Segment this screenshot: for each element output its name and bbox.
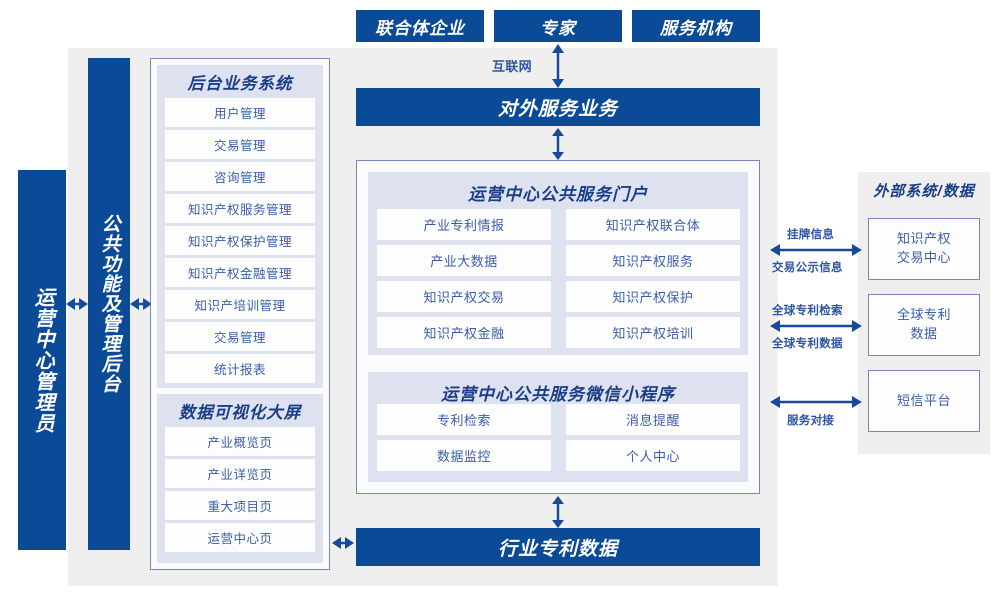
portal-item-left-2[interactable]: 产业大数据 [377, 245, 551, 276]
data-visualization-title: 数据可视化大屏 [178, 404, 302, 422]
backend-item-2[interactable]: 交易管理 [165, 130, 315, 159]
external-link-arrow-1 [770, 244, 862, 256]
internet-link-arrow [552, 44, 564, 88]
portal-item-left-3[interactable]: 知识产权交易 [377, 281, 551, 312]
item-label: 知识产权金融 [423, 326, 505, 341]
portal-item-right-4[interactable]: 知识产权培训 [566, 317, 740, 348]
item-label: 产业详览页 [207, 468, 273, 482]
backend-item-3[interactable]: 咨询管理 [165, 162, 315, 191]
internet-label: 互联网 [492, 59, 532, 74]
operation-center-admin[interactable]: 运营中心管理员 [18, 170, 66, 550]
industry-patent-data-bar[interactable]: 行业专利数据 [356, 528, 760, 566]
external-link-label-below-1: 交易公示信息 [772, 262, 843, 274]
item-label: 数据监控 [436, 449, 491, 464]
datascreen-to-industrydata-arrow [332, 537, 354, 549]
item-label: 知识产权服务管理 [187, 203, 292, 217]
top-actor-union-enterprise[interactable]: 联合体企业 [356, 10, 484, 42]
miniprogram-item-right-1[interactable]: 消息提醒 [566, 404, 740, 435]
item-label: 消息提醒 [625, 413, 680, 428]
miniprogram-title: 运营中心公共服务微信小程序 [441, 385, 675, 404]
top-actor-expert[interactable]: 专家 [494, 10, 622, 42]
external-link-arrow-2 [770, 320, 862, 332]
item-label: 统计报表 [213, 363, 266, 377]
item-label: 知识产权保护 [612, 290, 694, 305]
external-link-label-below-2: 全球专利数据 [772, 338, 843, 350]
portal-item-left-1[interactable]: 产业专利情报 [377, 209, 551, 240]
miniprogram-item-left-2[interactable]: 数据监控 [377, 440, 551, 471]
item-label: 知识产培训管理 [194, 299, 286, 313]
item-label: 知识产权联合体 [605, 218, 701, 233]
datascreen-item-3[interactable]: 重大项目页 [165, 491, 315, 520]
item-label: 知识产权服务 [612, 254, 694, 269]
datascreen-item-1[interactable]: 产业概览页 [165, 427, 315, 456]
top-actor-label: 专家 [540, 18, 576, 38]
datascreen-item-2[interactable]: 产业详览页 [165, 459, 315, 488]
item-label: 专利检索 [436, 413, 491, 428]
item-label: 知识产权金融管理 [187, 267, 292, 281]
industry-patent-data-label: 行业专利数据 [497, 538, 618, 560]
top-actor-label: 联合体企业 [375, 18, 465, 38]
portal-item-right-3[interactable]: 知识产权保护 [566, 281, 740, 312]
item-label: 咨询管理 [213, 171, 266, 185]
item-label: 产业概览页 [207, 436, 273, 450]
backend-item-1[interactable]: 用户管理 [165, 98, 315, 127]
item-label: 运营中心页 [207, 532, 273, 546]
common-function-backend-label: 公共功能及管理后台 [98, 214, 120, 394]
operation-center-admin-label: 运营中心管理员 [31, 286, 54, 434]
common-function-backend[interactable]: 公共功能及管理后台 [88, 58, 130, 550]
item-label: 重大项目页 [207, 500, 273, 514]
external-link-label-above-1: 挂牌信息 [787, 229, 835, 241]
backend-to-systems-arrow [130, 298, 152, 310]
service-to-portal-arrow [552, 128, 564, 160]
external-box-ip-trading-center[interactable]: 知识产权 交易中心 [868, 218, 980, 280]
portal-item-left-4[interactable]: 知识产权金融 [377, 317, 551, 348]
item-label: 知识产权交易 [423, 290, 505, 305]
portal-to-industrydata-arrow [552, 496, 564, 528]
portal-item-right-2[interactable]: 知识产权服务 [566, 245, 740, 276]
admin-to-backend-arrow [66, 298, 88, 310]
external-box-label: 全球专利 数据 [896, 307, 951, 341]
backend-item-6[interactable]: 知识产权金融管理 [165, 258, 315, 287]
backend-item-5[interactable]: 知识产权保护管理 [165, 226, 315, 255]
backend-item-7[interactable]: 知识产培训管理 [165, 290, 315, 319]
external-box-global-patent-data[interactable]: 全球专利 数据 [868, 294, 980, 356]
backend-item-9[interactable]: 统计报表 [165, 354, 315, 383]
item-label: 用户管理 [213, 107, 266, 121]
item-label: 交易管理 [213, 139, 266, 153]
item-label: 产业大数据 [430, 254, 498, 269]
external-box-label: 知识产权 交易中心 [896, 231, 951, 265]
top-actor-service-agency[interactable]: 服务机构 [632, 10, 760, 42]
external-box-label: 短信平台 [896, 392, 951, 408]
top-actor-label: 服务机构 [660, 18, 732, 38]
item-label: 知识产权培训 [612, 326, 694, 341]
external-link-label-below-3: 服务对接 [787, 415, 835, 427]
item-label: 产业专利情报 [423, 218, 505, 233]
external-service-bar-label: 对外服务业务 [497, 98, 618, 120]
item-label: 个人中心 [625, 449, 680, 464]
portal-item-right-1[interactable]: 知识产权联合体 [566, 209, 740, 240]
public-service-portal-title: 运营中心公共服务门户 [468, 185, 648, 204]
item-label: 知识产权保护管理 [187, 235, 292, 249]
external-service-bar[interactable]: 对外服务业务 [356, 88, 760, 126]
backend-item-4[interactable]: 知识产权服务管理 [165, 194, 315, 223]
external-systems-title: 外部系统/数据 [873, 183, 975, 200]
miniprogram-item-left-1[interactable]: 专利检索 [377, 404, 551, 435]
datascreen-item-4[interactable]: 运营中心页 [165, 523, 315, 552]
item-label: 交易管理 [213, 331, 266, 345]
backend-item-8[interactable]: 交易管理 [165, 322, 315, 351]
miniprogram-item-right-2[interactable]: 个人中心 [566, 440, 740, 471]
external-box-sms-platform[interactable]: 短信平台 [868, 370, 980, 432]
external-link-label-above-2: 全球专利检索 [772, 305, 843, 317]
backend-business-system-title: 后台业务系统 [187, 75, 293, 93]
external-link-arrow-3 [770, 396, 862, 408]
